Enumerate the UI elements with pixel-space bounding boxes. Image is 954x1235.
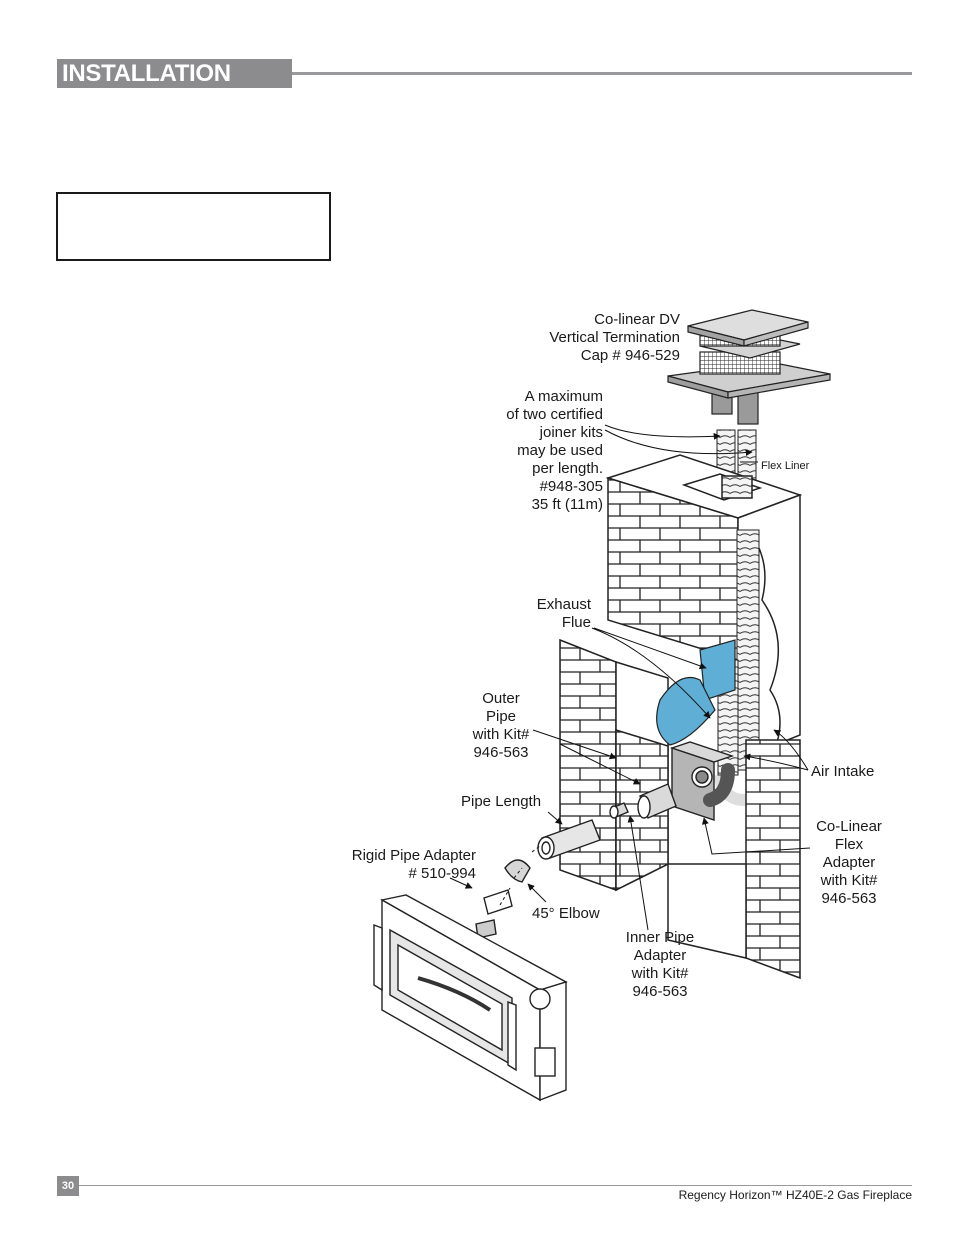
fireplace-unit bbox=[373, 894, 568, 1102]
label-rigid-pipe-adapter: Rigid Pipe Adapter# 510-994 bbox=[351, 847, 476, 882]
exhaust-flue-blue bbox=[656, 639, 736, 746]
termination-cap bbox=[667, 309, 831, 425]
label-elbow: 45° Elbow bbox=[532, 905, 600, 922]
page-number: 30 bbox=[57, 1176, 79, 1196]
section-title: INSTALLATION bbox=[62, 60, 231, 87]
flex-adapter-plate bbox=[669, 741, 735, 821]
lower-walls bbox=[559, 638, 801, 980]
vent-pipes bbox=[475, 783, 677, 939]
chimney bbox=[605, 454, 803, 762]
header-rule bbox=[292, 72, 912, 75]
flex-elbow bbox=[703, 763, 735, 807]
label-flex-liner: Flex Liner bbox=[761, 460, 810, 472]
note-box bbox=[56, 192, 331, 261]
section-header: INSTALLATION bbox=[57, 59, 292, 88]
footer-product-name: Regency Horizon™ HZ40E-2 Gas Fireplace bbox=[678, 1188, 912, 1202]
label-pipe-length: Pipe Length bbox=[461, 793, 542, 810]
footer-rule bbox=[79, 1185, 912, 1186]
leader-lines bbox=[449, 424, 811, 931]
label-air-intake: Air Intake bbox=[811, 763, 875, 780]
